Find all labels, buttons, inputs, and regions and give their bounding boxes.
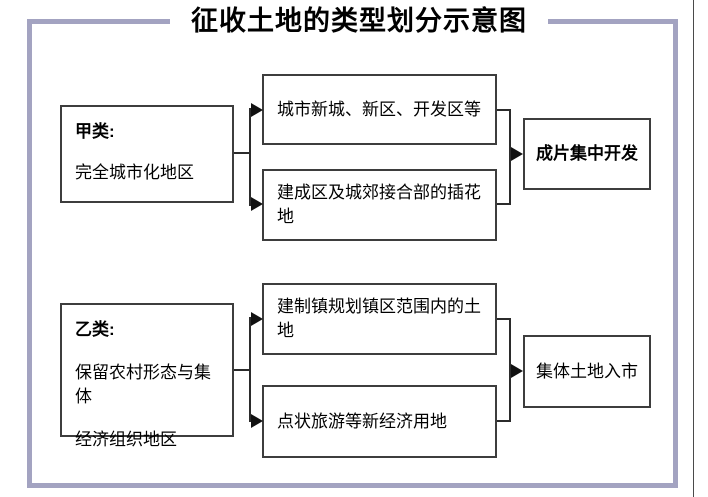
connector-b-branch-vertical: [249, 317, 251, 422]
class-b-branch2-label: 点状旅游等新经济用地: [277, 411, 447, 431]
class-b-heading: 乙类:: [75, 320, 115, 339]
connector-b-merge-vertical: [509, 318, 511, 422]
class-a-heading: 甲类:: [75, 122, 115, 141]
arrowhead-icon-b-result: [511, 364, 523, 378]
box-class-a: 甲类: 完全城市化地区: [60, 105, 234, 203]
connector-b-merge-top: [497, 318, 511, 320]
arrowhead-icon-a-result: [511, 147, 523, 161]
class-b-description-line2: 经济组织地区: [75, 430, 177, 449]
diagram-title: 征收土地的类型划分示意图: [170, 1, 548, 44]
class-b-description-line1: 保留农村形态与集体: [75, 363, 211, 406]
page-edge-line: [693, 0, 694, 497]
arrowhead-icon-a-branch2: [251, 197, 263, 211]
connector-a-stem: [234, 152, 251, 154]
connector-b-merge-bottom: [497, 420, 511, 422]
class-a-branch2-label: 建成区及城郊接合部的插花地: [277, 183, 481, 226]
arrowhead-icon-a-branch1: [251, 103, 263, 117]
class-b-result-label: 集体土地入市: [536, 361, 638, 381]
connector-a-branch-vertical: [249, 108, 251, 206]
arrowhead-icon-b-branch2: [251, 414, 263, 428]
connector-b-stem: [234, 369, 251, 371]
box-class-b: 乙类: 保留农村形态与集体 经济组织地区: [60, 303, 234, 449]
box-class-b-branch2: 点状旅游等新经济用地: [262, 385, 497, 458]
arrowhead-icon-b-branch1: [251, 312, 263, 326]
box-class-a-branch1: 城市新城、新区、开发区等: [262, 74, 497, 145]
class-a-result-label: 成片集中开发: [536, 144, 638, 163]
class-b-branch1-label: 建制镇规划镇区范围内的土地: [277, 297, 481, 340]
box-class-b-result: 集体土地入市: [523, 335, 651, 408]
box-class-a-branch2: 建成区及城郊接合部的插花地: [262, 169, 497, 241]
box-class-a-result: 成片集中开发: [523, 118, 651, 190]
connector-a-merge-top: [497, 109, 511, 111]
box-class-b-branch1: 建制镇规划镇区范围内的土地: [262, 283, 497, 355]
connector-a-merge-bottom: [497, 203, 511, 205]
class-a-description: 完全城市化地区: [75, 163, 194, 182]
connector-a-merge-vertical: [509, 109, 511, 205]
class-a-branch1-label: 城市新城、新区、开发区等: [277, 99, 481, 119]
